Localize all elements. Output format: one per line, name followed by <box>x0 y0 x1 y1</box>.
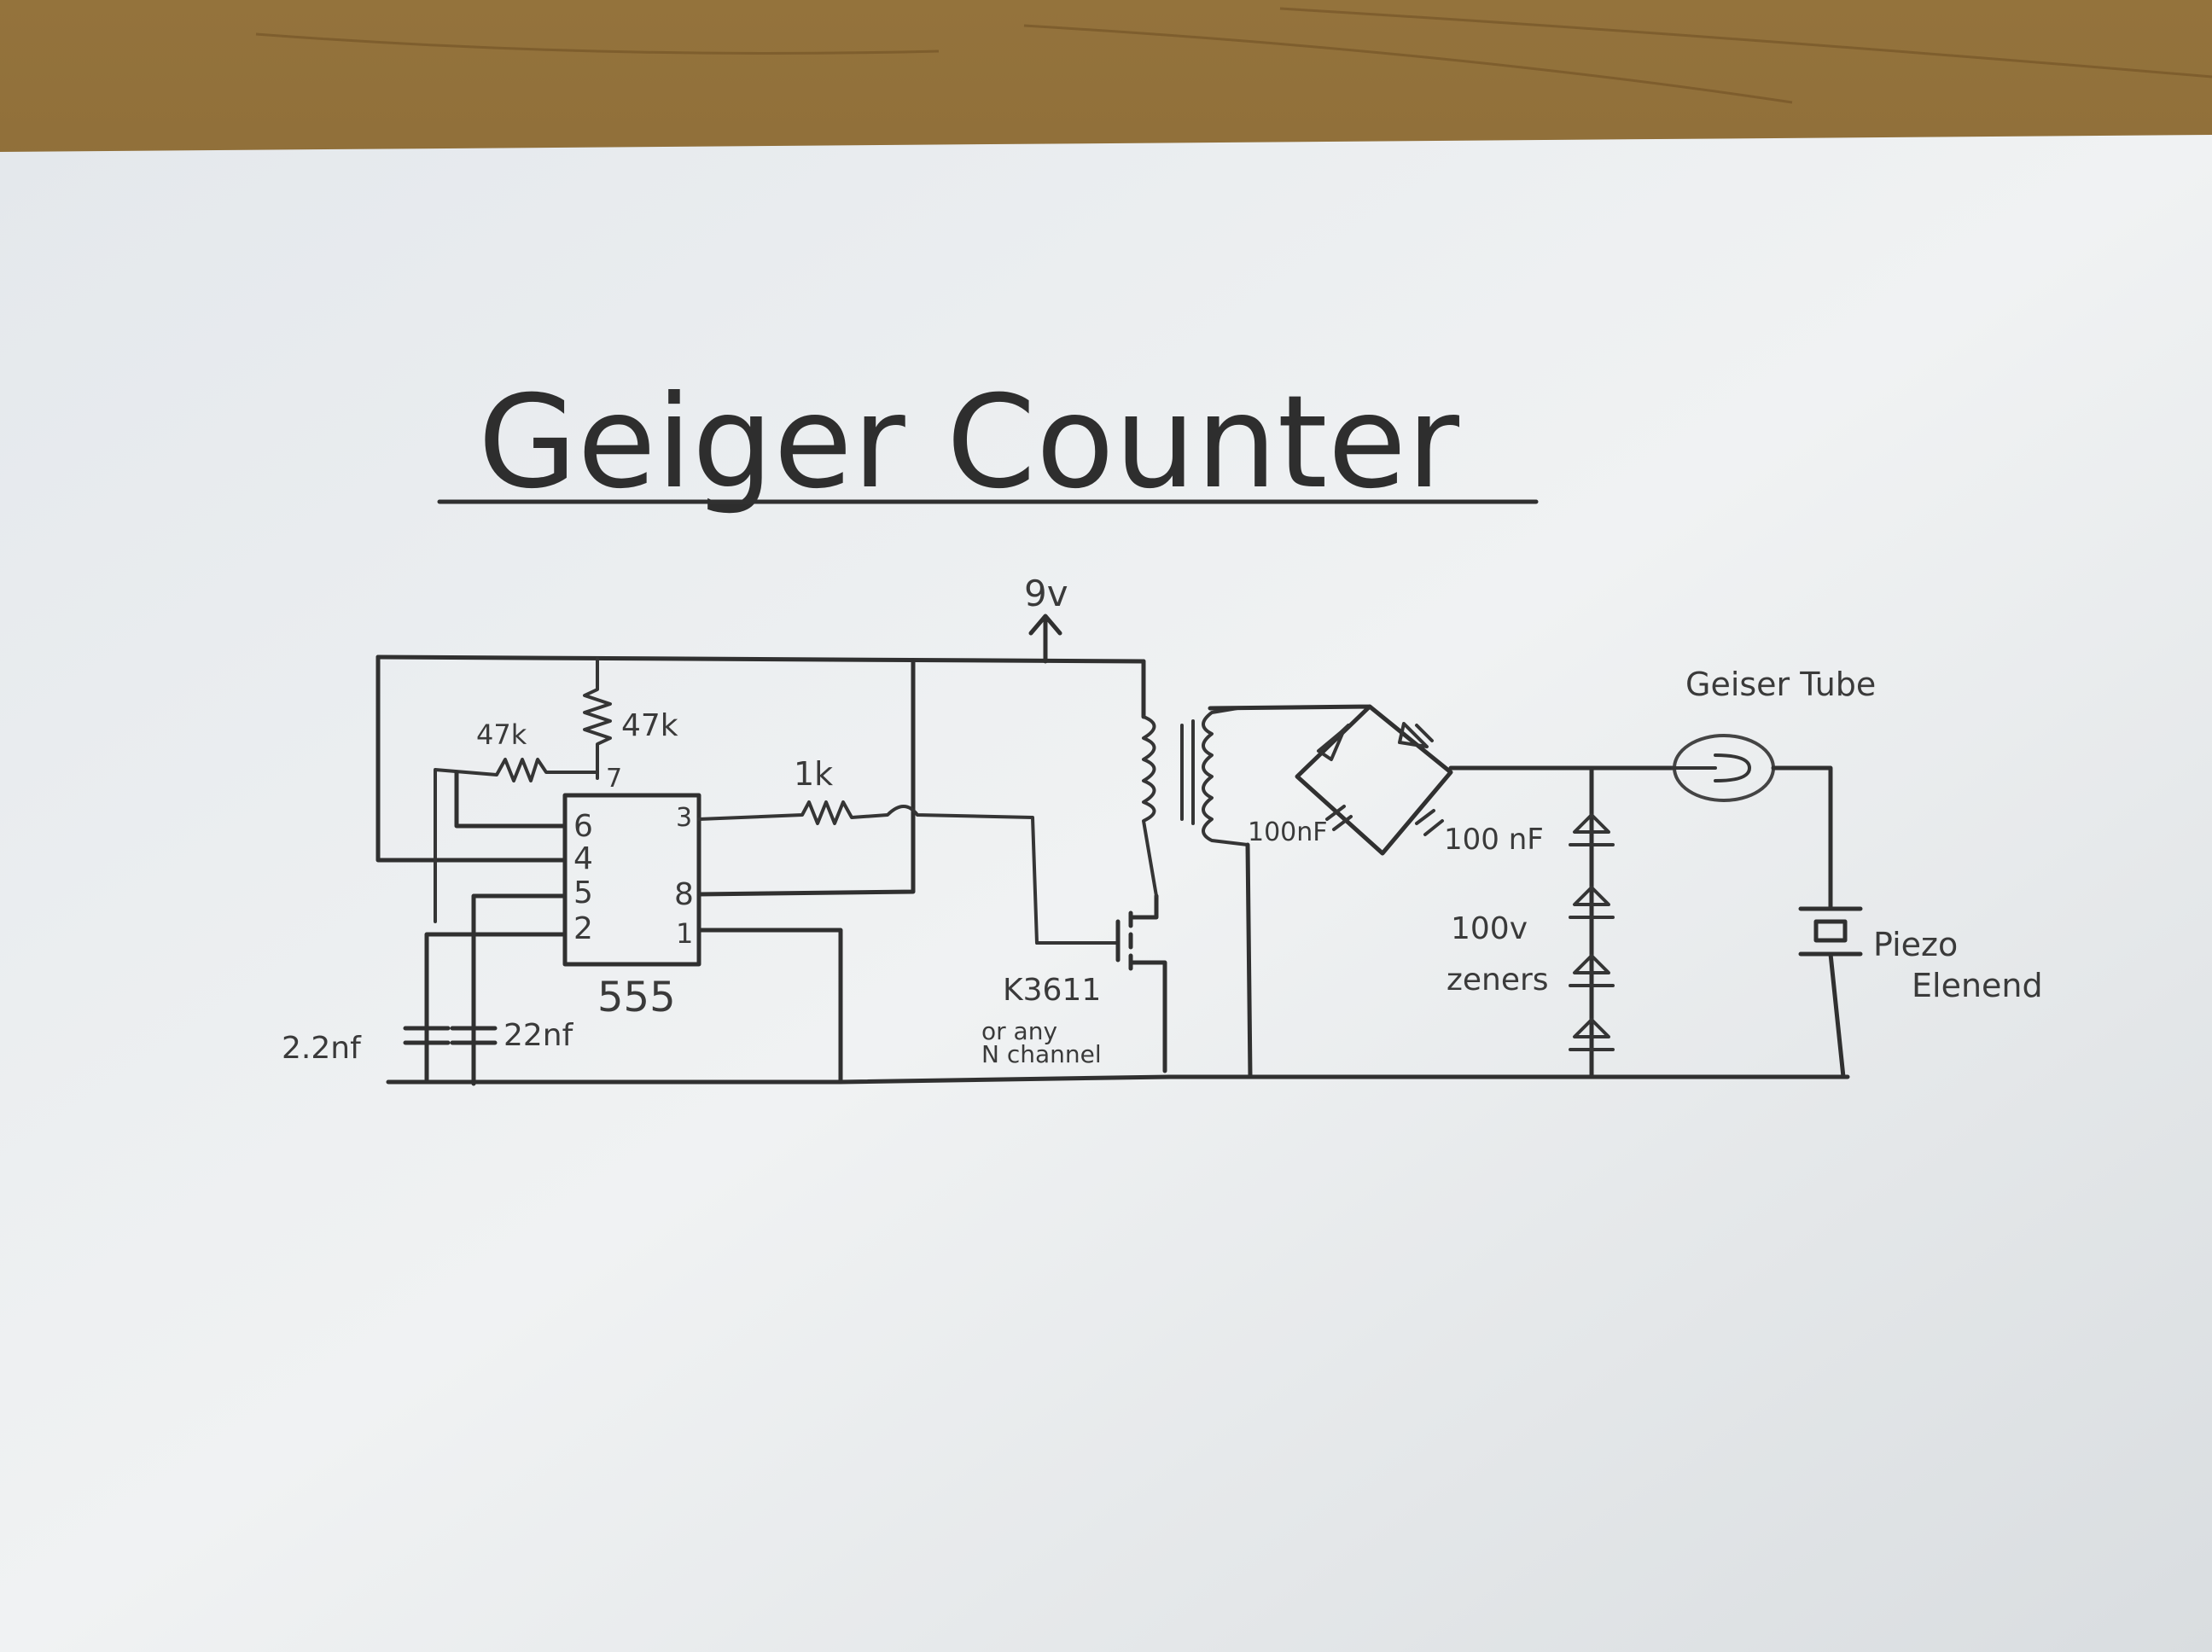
transformer-core <box>1180 719 1195 825</box>
supply-arrow <box>1028 614 1062 664</box>
transformer-secondary-coil <box>1202 707 1249 846</box>
mosfet-alt-label-2: N channel <box>981 1040 1102 1068</box>
resistor-1k-label: 1k <box>794 755 833 793</box>
piezo-label-2: Elenend <box>1912 967 2043 1004</box>
pin-7-label: 7 <box>606 764 622 794</box>
zener-label-2: zeners <box>1447 963 1549 998</box>
tube-to-piezo-wire <box>1771 765 1833 911</box>
mosfet-label: K3611 <box>1003 973 1101 1008</box>
supply-label: 9v <box>1024 573 1068 614</box>
multiplier-left-wire <box>1208 704 1453 856</box>
resistor-47k-b-label: 47k <box>621 708 678 743</box>
pin-4-label: 4 <box>573 841 593 876</box>
mosfet-symbol <box>1115 893 1167 1073</box>
zener-4 <box>1569 1018 1615 1051</box>
pin1-wire <box>696 928 843 1085</box>
zener-label-1: 100v <box>1451 911 1528 946</box>
ground-rail-wire <box>386 1074 1850 1085</box>
multiplier-cap-a <box>1325 805 1353 831</box>
zener-1 <box>1569 813 1615 846</box>
pin-3-label: 3 <box>676 803 692 833</box>
pin6-wire <box>454 770 568 829</box>
paper-sheet <box>0 135 2212 1652</box>
pin-5-label: 5 <box>573 875 593 910</box>
piezo-label-1: Piezo <box>1873 926 1958 963</box>
cap-2-2nf-label: 2.2nf <box>282 1031 362 1066</box>
left-loop-wire <box>375 654 568 863</box>
zener-2 <box>1569 886 1615 919</box>
geiger-tube-label: Geiser Tube <box>1685 666 1876 703</box>
transformer-primary-coil <box>1142 715 1158 898</box>
multiplier-cap-b <box>1415 809 1444 836</box>
pin-6-label: 6 <box>573 809 593 844</box>
top-rail-wire <box>375 654 1146 664</box>
diode-2 <box>1398 722 1434 748</box>
resistor-47k-horizontal <box>434 758 599 923</box>
pin-1-label: 1 <box>676 917 693 950</box>
resistor-1k <box>697 800 1120 945</box>
resistor-47k-vertical <box>583 657 612 780</box>
ic-555-label: 555 <box>597 974 676 1021</box>
pin-8-label: 8 <box>674 877 694 912</box>
ic-555-body <box>562 793 701 967</box>
pin8-wire <box>696 659 916 897</box>
page-title: Geiger Counter <box>478 369 1459 517</box>
piezo-element <box>1798 906 1863 1079</box>
cap-2-2nf <box>403 1013 451 1082</box>
pin-2-label: 2 <box>573 911 593 946</box>
resistor-47k-a-label: 47k <box>476 718 527 751</box>
multiplier-cap-a-label: 100nF <box>1248 817 1328 847</box>
mosfet-alt-label-1: or any <box>981 1017 1057 1045</box>
multiplier-cap-b-label: 100 nF <box>1444 823 1544 857</box>
diode-1 <box>1317 724 1350 761</box>
multiplier-return-wire <box>1245 842 1253 1079</box>
zener-3 <box>1569 954 1615 987</box>
geiger-tube-anode <box>1671 753 1751 782</box>
cap-22nf-label: 22nf <box>504 1018 574 1053</box>
cap-22nf <box>450 1013 498 1086</box>
desk-grain <box>255 7 2212 104</box>
